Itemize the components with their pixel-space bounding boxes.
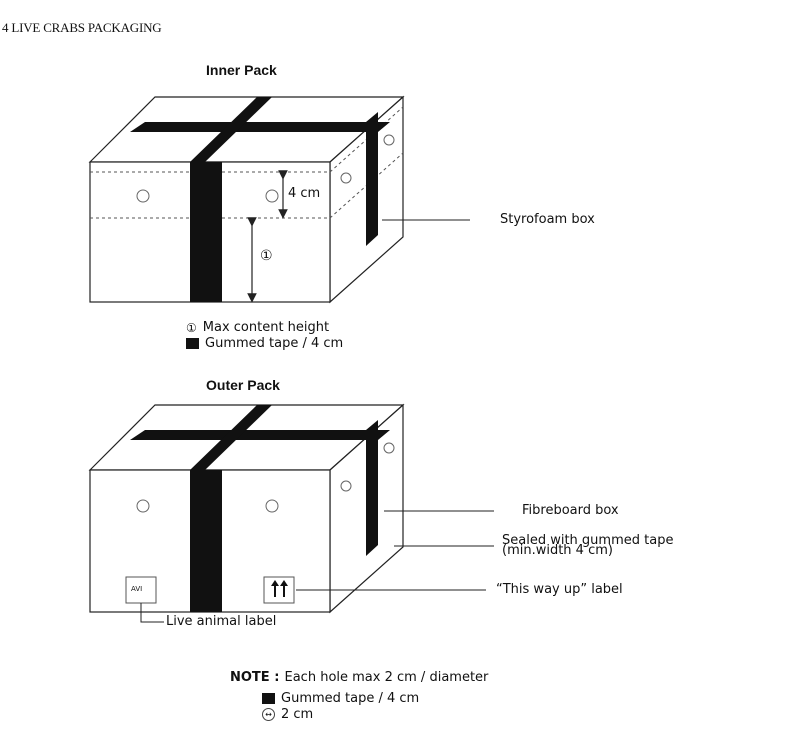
circled-one-icon: ① (186, 320, 197, 335)
tape-swatch-icon (262, 693, 275, 704)
live-animal-callout: Live animal label (166, 614, 277, 629)
outer-pack-heading: Outer Pack (206, 377, 280, 393)
inner-tape-top-cross (130, 122, 390, 132)
outer-tape-side (366, 420, 378, 556)
outer-tape-front (190, 470, 222, 612)
avi-label-box (125, 576, 157, 604)
this-way-up-icon (271, 580, 288, 597)
hole-icon (340, 172, 352, 184)
this-way-up-callout: “This way up” label (496, 582, 623, 597)
note-legend: Gummed tape / 4 cm ↔ 2 cm (262, 691, 419, 722)
avi-label-text: AVI (131, 585, 143, 593)
this-way-up-label-box (263, 576, 295, 604)
legend-item-content-height: ① Max content height (186, 320, 330, 335)
hole-icon (265, 499, 279, 513)
outer-holes (136, 442, 395, 513)
inner-dimension-arrows (247, 170, 288, 303)
tape-swatch-icon (186, 338, 199, 349)
legend-item-gummed-tape: Gummed tape / 4 cm (262, 691, 419, 706)
inner-pack-heading: Inner Pack (206, 62, 277, 78)
hole-icon (340, 480, 352, 492)
fibreboard-callout: Fibreboard box (522, 503, 619, 518)
hole-icon (383, 134, 395, 146)
live-animal-leader (140, 603, 164, 623)
outer-tape-top-long (190, 405, 272, 470)
note-text: Each hole max 2 cm / diameter (284, 670, 489, 685)
inner-tape-front (190, 162, 222, 302)
note-line: NOTE : Each hole max 2 cm / diameter (230, 666, 488, 685)
inner-tape-side (366, 112, 378, 246)
inner-legend: ① Max content height Gummed tape / 4 cm (186, 320, 343, 351)
hole-icon (265, 189, 279, 203)
page-title: 4 LIVE CRABS PACKAGING (2, 20, 162, 35)
legend-item-gummed-tape: Gummed tape / 4 cm (186, 336, 343, 351)
sealed-callout: Sealed with gummed tape (min.width 4 cm) (502, 533, 674, 558)
outer-tape-top-cross (130, 430, 390, 440)
content-height-marker: ① (260, 248, 273, 264)
legend-item-hole-size: ↔ 2 cm (262, 707, 419, 722)
inner-tape-top-long (190, 97, 272, 162)
outer-tape (130, 405, 390, 612)
note-prefix: NOTE : (230, 670, 280, 685)
styrofoam-callout: Styrofoam box (500, 212, 595, 227)
inner-holes (136, 134, 395, 203)
hole-icon (136, 499, 150, 513)
inner-tape (130, 97, 390, 302)
hole-icon (383, 442, 395, 454)
four-cm-label: 4 cm (288, 186, 321, 201)
hole-icon (136, 189, 150, 203)
hole-size-icon: ↔ (262, 708, 275, 721)
